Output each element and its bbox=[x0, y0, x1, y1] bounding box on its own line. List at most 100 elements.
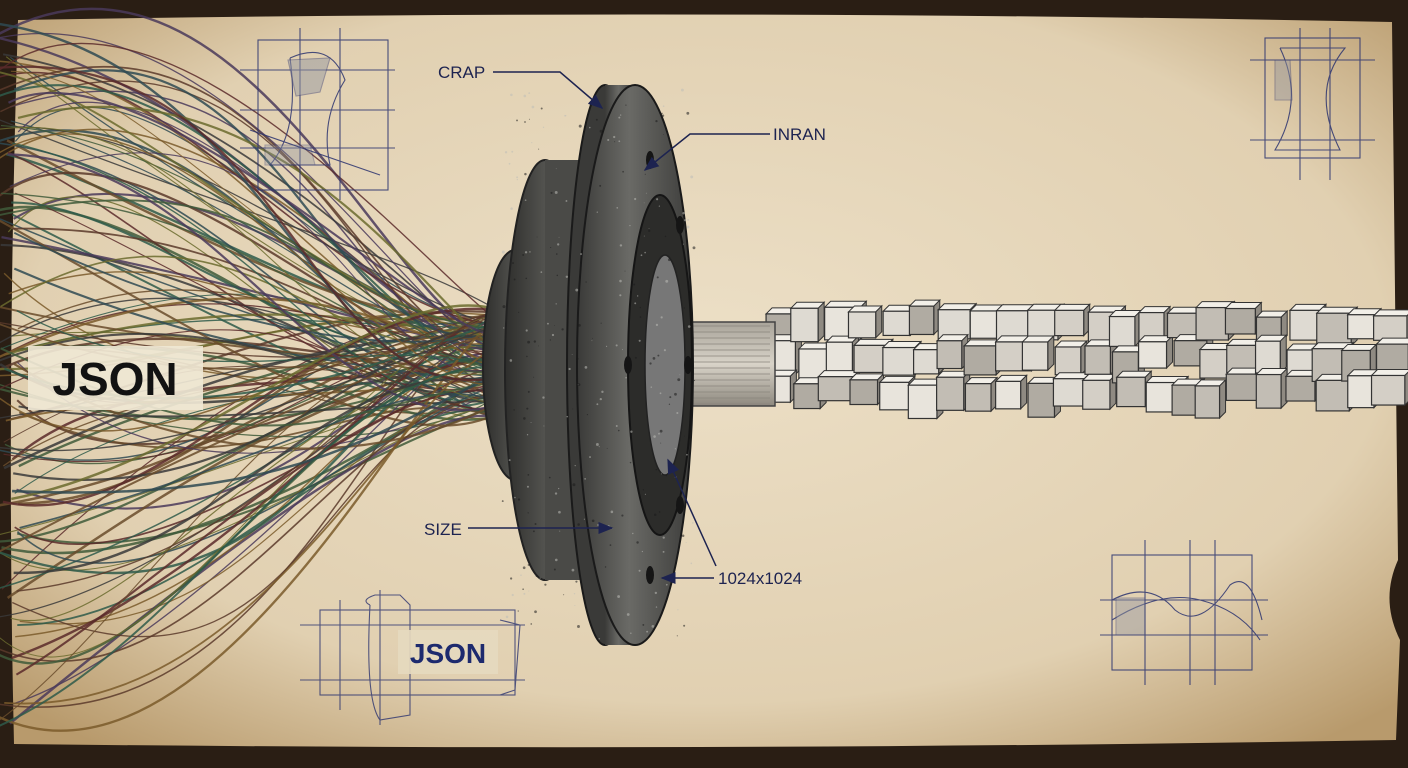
speck bbox=[653, 513, 657, 516]
speck bbox=[676, 411, 679, 415]
wire-strand bbox=[18, 400, 501, 418]
speck bbox=[591, 340, 593, 342]
speck bbox=[534, 523, 537, 525]
data-cube bbox=[1254, 333, 1288, 375]
speck bbox=[523, 94, 527, 98]
speck bbox=[555, 253, 558, 255]
speck bbox=[599, 184, 602, 187]
speck bbox=[658, 511, 661, 513]
speck bbox=[636, 295, 639, 297]
speck bbox=[644, 493, 646, 495]
speck bbox=[686, 225, 690, 229]
speck bbox=[606, 447, 608, 449]
speck bbox=[544, 583, 547, 586]
speck bbox=[658, 205, 660, 207]
speck bbox=[598, 637, 601, 640]
speck bbox=[592, 337, 593, 339]
speck bbox=[524, 172, 527, 176]
speck bbox=[563, 594, 565, 596]
speck bbox=[513, 409, 515, 411]
speck bbox=[683, 624, 686, 627]
speck bbox=[574, 604, 576, 607]
speck bbox=[571, 568, 575, 572]
data-cube bbox=[1021, 334, 1055, 372]
speck bbox=[655, 468, 658, 471]
bolt-hole bbox=[676, 496, 684, 514]
bolt-hole bbox=[646, 566, 654, 584]
speck bbox=[522, 566, 526, 570]
speck bbox=[548, 476, 551, 479]
speck bbox=[542, 126, 545, 128]
speck bbox=[575, 288, 579, 292]
bolt-hole bbox=[684, 356, 692, 374]
speck bbox=[527, 564, 530, 566]
speck bbox=[513, 278, 516, 281]
speck bbox=[553, 324, 555, 326]
wire-strand bbox=[16, 311, 501, 592]
speck bbox=[677, 378, 681, 382]
speck bbox=[615, 425, 618, 427]
data-cube bbox=[908, 298, 941, 336]
speck bbox=[687, 325, 691, 328]
speck bbox=[665, 279, 669, 283]
data-cube bbox=[1372, 309, 1408, 342]
speck bbox=[518, 311, 520, 313]
speck bbox=[534, 610, 537, 614]
data-cube bbox=[964, 376, 999, 413]
speck bbox=[577, 625, 580, 628]
speck bbox=[660, 473, 662, 475]
speck bbox=[662, 550, 665, 553]
speck bbox=[502, 305, 506, 309]
data-cube bbox=[1081, 373, 1118, 411]
speck bbox=[614, 141, 616, 143]
speck bbox=[574, 465, 576, 467]
speck bbox=[685, 542, 687, 544]
speck bbox=[619, 114, 622, 116]
speck bbox=[516, 119, 518, 122]
speck bbox=[600, 322, 602, 324]
speck bbox=[692, 522, 694, 524]
speck bbox=[662, 134, 664, 136]
speck bbox=[584, 478, 586, 480]
speck bbox=[634, 197, 637, 201]
wire-strand bbox=[11, 304, 501, 501]
speck bbox=[561, 328, 564, 331]
data-cube bbox=[1375, 337, 1408, 374]
speck bbox=[526, 434, 529, 436]
speck bbox=[576, 149, 578, 151]
speck bbox=[517, 610, 519, 612]
speck bbox=[558, 487, 560, 490]
speck bbox=[638, 339, 641, 342]
wire-strand bbox=[0, 218, 501, 377]
speck bbox=[649, 362, 652, 365]
speck bbox=[652, 357, 656, 360]
speck bbox=[605, 345, 608, 347]
speck bbox=[558, 510, 561, 514]
wire-strand bbox=[0, 65, 501, 361]
speck bbox=[644, 251, 646, 254]
speck bbox=[586, 414, 589, 416]
speck bbox=[686, 111, 690, 115]
label-size: SIZE bbox=[424, 520, 462, 539]
speck bbox=[527, 512, 529, 514]
bolt-hole bbox=[624, 356, 632, 374]
arrow-crap bbox=[493, 71, 604, 109]
speck bbox=[531, 142, 533, 144]
speck bbox=[539, 577, 541, 579]
speck bbox=[622, 349, 624, 351]
speck bbox=[638, 569, 641, 572]
speck bbox=[572, 408, 574, 410]
speck bbox=[595, 443, 599, 446]
speck bbox=[554, 558, 558, 562]
speck bbox=[528, 92, 531, 95]
speck bbox=[578, 124, 582, 128]
speck bbox=[578, 323, 581, 327]
speck bbox=[559, 530, 561, 532]
speck bbox=[522, 588, 524, 591]
speck bbox=[693, 379, 696, 382]
speck bbox=[556, 274, 559, 277]
speck bbox=[680, 88, 684, 92]
speck bbox=[669, 396, 672, 399]
data-cube bbox=[935, 333, 969, 370]
speck bbox=[553, 568, 556, 571]
